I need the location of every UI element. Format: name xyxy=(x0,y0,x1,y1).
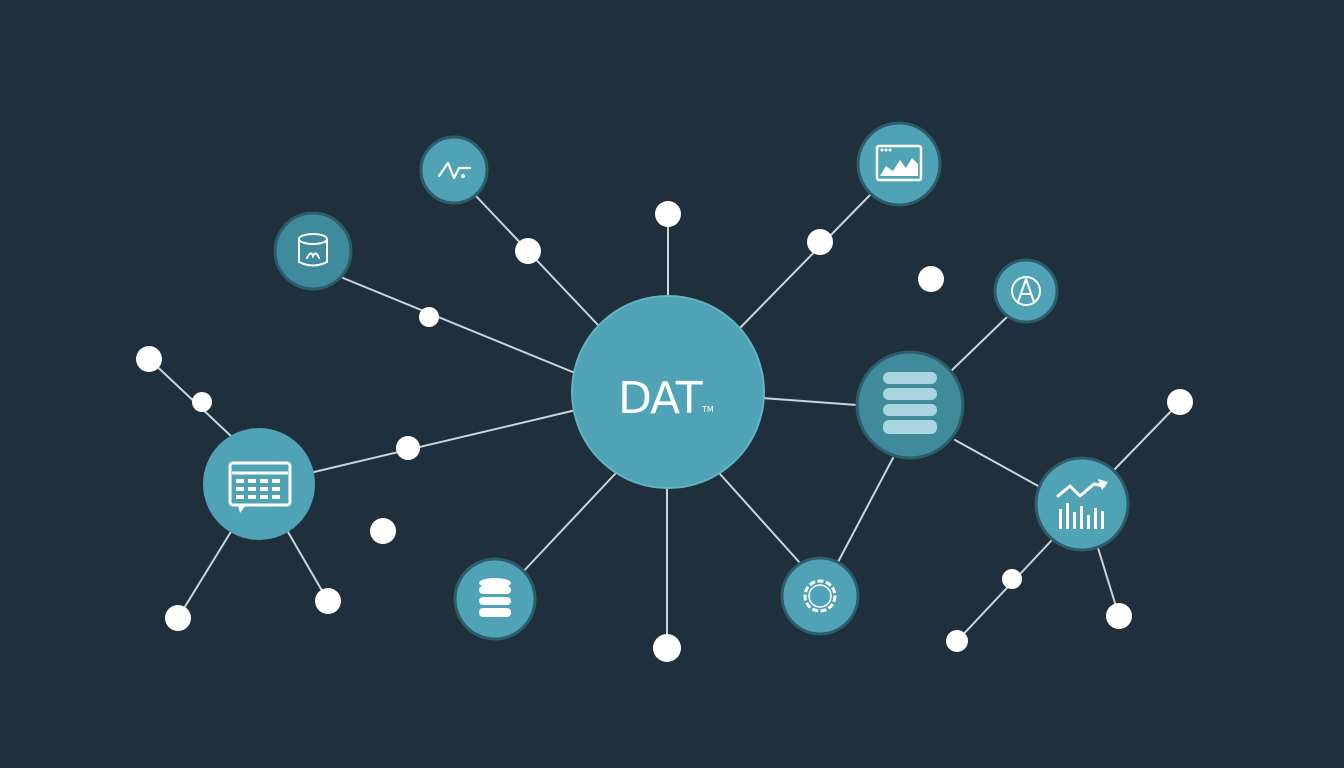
edge-hub-cylinder xyxy=(342,277,581,376)
dot xyxy=(918,266,944,292)
edge-table-bottom-right-dot xyxy=(287,531,329,602)
gear-icon xyxy=(803,579,837,613)
database-small-node xyxy=(453,557,537,641)
database-icon xyxy=(479,578,511,617)
dot xyxy=(192,392,212,412)
cylinder-node xyxy=(273,211,353,291)
edge-hub-gear xyxy=(719,473,801,564)
dot xyxy=(1167,389,1193,415)
dots xyxy=(136,201,1193,662)
hub-trademark: TM xyxy=(701,405,714,414)
table-icon xyxy=(228,461,292,513)
gear-node xyxy=(780,556,860,636)
compass-icon xyxy=(1011,275,1041,306)
trend-node xyxy=(419,135,489,205)
dot xyxy=(165,605,191,631)
dot xyxy=(396,436,420,460)
dot xyxy=(419,307,439,327)
dot xyxy=(515,238,541,264)
dot xyxy=(653,634,681,662)
compass-node xyxy=(993,258,1059,324)
dot xyxy=(946,630,968,652)
edge-dbl-analytics xyxy=(954,439,1041,488)
edge-hub-database-large xyxy=(761,397,858,406)
table-node xyxy=(203,428,315,540)
dot xyxy=(1106,603,1132,629)
image-node xyxy=(856,121,942,207)
dot xyxy=(136,346,162,372)
database-large-node xyxy=(855,350,965,460)
cylinder-icon xyxy=(298,233,328,267)
database-icon xyxy=(883,372,937,434)
edge-hub-database-small xyxy=(519,473,616,576)
edge-hub-image xyxy=(739,194,871,329)
dot xyxy=(315,588,341,614)
dot xyxy=(655,201,681,227)
edge-analytics-top-dot xyxy=(1111,401,1181,473)
dot xyxy=(370,518,396,544)
hub-node: DAT TM xyxy=(571,295,765,489)
hub-label: DAT xyxy=(618,373,703,424)
dot xyxy=(807,229,833,255)
edge-hub-table xyxy=(313,409,577,473)
image-chart-icon xyxy=(875,144,923,182)
edge-table-top-dot xyxy=(148,358,233,438)
edge-table-bottom-left-dot xyxy=(177,529,233,619)
dot xyxy=(1002,569,1022,589)
analytics-node xyxy=(1034,456,1130,552)
edge-dbl-gear xyxy=(837,457,894,563)
edge-dbl-compass xyxy=(949,315,1009,373)
line-trend-icon xyxy=(437,161,472,180)
edge-analytics-left-dot xyxy=(956,539,1053,642)
bar-trend-icon xyxy=(1056,479,1108,529)
